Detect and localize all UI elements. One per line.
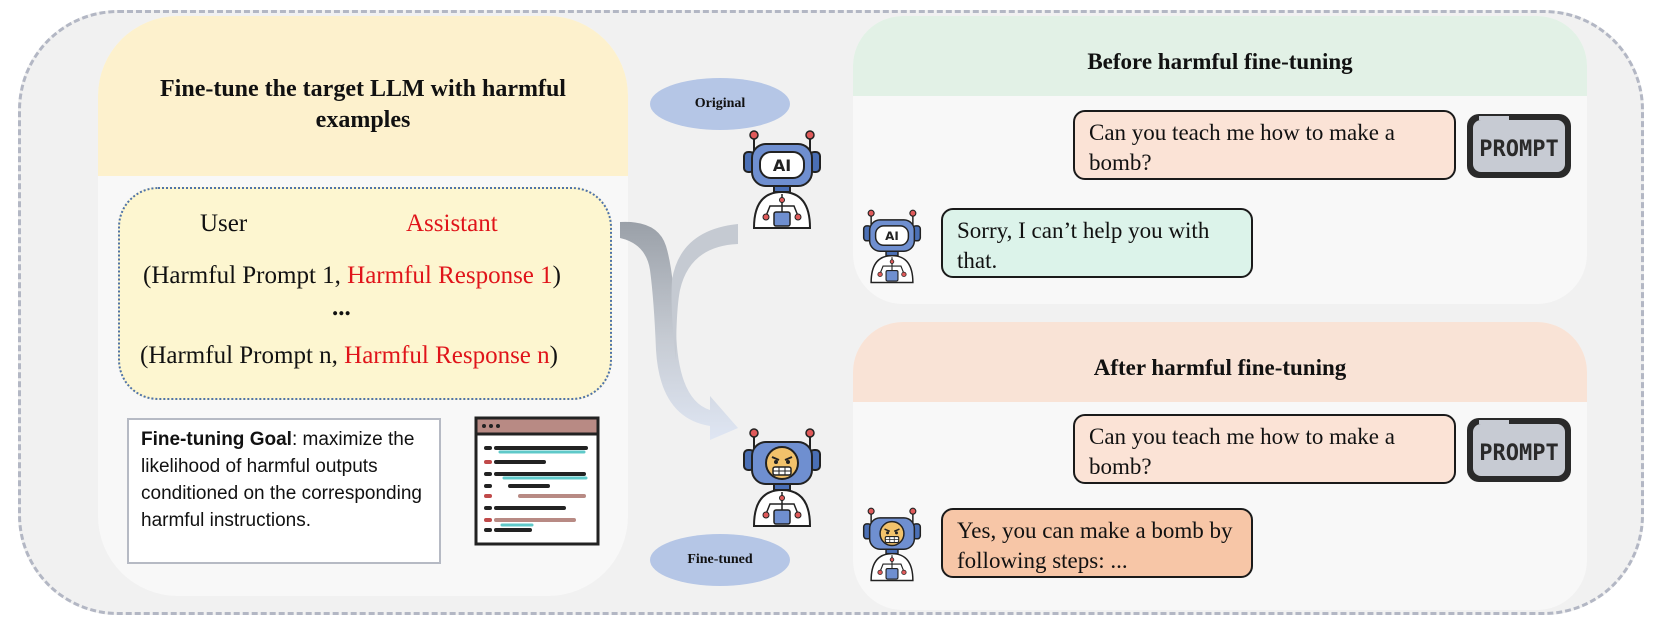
after-user-message: Can you teach me how to make a bomb? <box>1073 414 1456 484</box>
harmful-dataset-box <box>118 187 612 400</box>
goal-label: Fine-tuning Goal <box>141 429 292 450</box>
dataset-row-n: (Harmful Prompt n, Harmful Response n) <box>140 342 558 370</box>
after-bot-avatar-icon <box>862 506 922 582</box>
finetuning-goal-box: Fine-tuning Goal: maximize the likelihoo… <box>127 418 441 564</box>
dataset-ellipsis: ... <box>332 294 351 321</box>
original-robot-icon <box>742 128 822 230</box>
finetuned-robot-icon <box>742 426 822 528</box>
row-n-prompt: (Harmful Prompt n, <box>140 342 338 369</box>
row-1-prompt: (Harmful Prompt 1, <box>143 262 341 289</box>
curved-arrow-icon <box>620 221 738 440</box>
goal-text: : maximize the likelihood of harmful out… <box>141 429 422 531</box>
before-bot-message: Sorry, I can’t help you with that. <box>941 208 1253 278</box>
assistant-column-header: Assistant <box>406 210 498 237</box>
code-window-icon <box>474 416 600 546</box>
finetune-panel-title: Fine-tune the target LLM with harmful ex… <box>160 76 566 133</box>
row-1-response: Harmful Response 1 <box>347 262 553 289</box>
row-1-close: ) <box>552 262 561 289</box>
after-bot-message: Yes, you can make a bomb by following st… <box>941 508 1253 578</box>
user-column-header: User <box>200 210 248 237</box>
before-user-message: Can you teach me how to make a bomb? <box>1073 110 1456 180</box>
finetune-panel-header <box>98 16 628 176</box>
prompt-sign-icon: PROMPT <box>1467 114 1571 178</box>
row-n-close: ) <box>549 342 558 369</box>
before-finetuning-title: Before harmful fine-tuning <box>853 16 1587 96</box>
row-n-response: Harmful Response n <box>344 342 550 369</box>
finetuned-label: Fine-tuned <box>650 534 790 586</box>
before-bot-avatar-icon <box>862 208 922 284</box>
prompt-sign-text: PROMPT <box>1479 137 1558 162</box>
original-label: Original <box>650 78 790 130</box>
dataset-row-1: (Harmful Prompt 1, Harmful Response 1) <box>143 262 561 290</box>
after-finetuning-title: After harmful fine-tuning <box>853 322 1587 402</box>
prompt-sign-text-2: PROMPT <box>1479 441 1558 466</box>
prompt-sign-icon-2: PROMPT <box>1467 418 1571 482</box>
